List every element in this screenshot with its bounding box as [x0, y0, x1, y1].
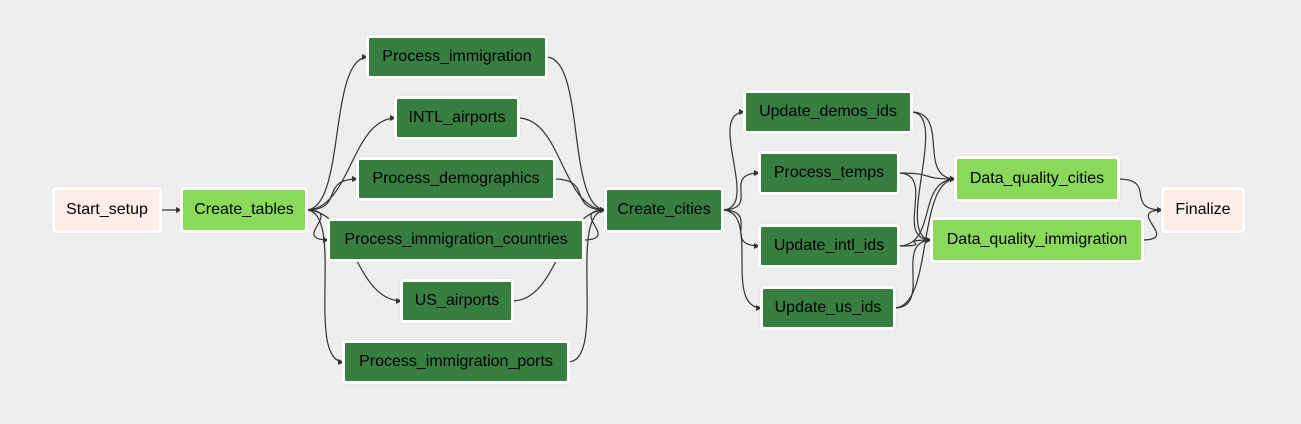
edge-process_temps-to-data_quality_cities — [897, 172, 957, 182]
edge-update_demos_ids-to-data_quality_immigration — [910, 111, 933, 243]
edge-create_cities-to-update_us_ids — [721, 209, 763, 311]
task-node-label: Process_temps — [773, 164, 885, 181]
task-node-label: Create_tables — [194, 201, 294, 218]
edge-create_tables-to-process_demographics — [305, 176, 359, 211]
task-node-data-quality-cities[interactable]: Data_quality_cities — [954, 156, 1120, 202]
task-node-data-quality-immigration[interactable]: Data_quality_immigration — [930, 217, 1144, 263]
task-node-process-immigration-ports[interactable]: Process_immigration_ports — [342, 340, 570, 384]
task-node-label: Process_immigration_ports — [359, 353, 553, 370]
task-node-create-cities[interactable]: Create_cities — [604, 187, 724, 233]
task-node-update-intl-ids[interactable]: Update_intl_ids — [758, 224, 900, 268]
task-node-label: INTL_airports — [408, 109, 506, 126]
edge-data_quality_cities-to-finalize — [1117, 178, 1164, 213]
task-node-update-us-ids[interactable]: Update_us_ids — [760, 286, 896, 330]
edge-update_us_ids-to-data_quality_cities — [893, 176, 957, 309]
edge-update_demos_ids-to-data_quality_cities — [910, 111, 957, 182]
task-node-label: Update_demos_ids — [759, 103, 897, 120]
task-node-label: Data_quality_cities — [969, 170, 1105, 187]
edge-process_demographics-to-create_cities — [553, 178, 607, 213]
edge-create_tables-to-intl_airports — [305, 115, 397, 211]
edge-create_cities-to-process_temps — [721, 170, 761, 211]
task-node-label: Finalize — [1175, 201, 1231, 218]
task-node-label: Start_setup — [66, 201, 148, 218]
edge-process_immigration-to-create_cities — [545, 56, 607, 213]
task-node-process-immigration-countries[interactable]: Process_immigration_countries — [327, 218, 585, 262]
task-node-label: Create_cities — [617, 201, 711, 218]
task-node-update-demos-ids[interactable]: Update_demos_ids — [743, 90, 913, 134]
edge-create_tables-to-process_immigration — [305, 54, 369, 211]
task-node-create-tables[interactable]: Create_tables — [180, 187, 308, 233]
task-node-label: Update_us_ids — [774, 299, 882, 316]
edge-create_cities-to-update_intl_ids — [721, 209, 761, 249]
task-node-process-temps[interactable]: Process_temps — [758, 151, 900, 195]
edge-update_us_ids-to-data_quality_immigration — [893, 237, 933, 309]
task-node-start-setup[interactable]: Start_setup — [52, 187, 162, 233]
task-node-intl-airports[interactable]: INTL_airports — [394, 96, 520, 140]
task-node-us-airports[interactable]: US_airports — [400, 279, 514, 323]
edge-update_intl_ids-to-data_quality_cities — [897, 176, 957, 247]
edge-intl_airports-to-create_cities — [517, 117, 607, 213]
edge-create_cities-to-update_demos_ids — [721, 109, 746, 211]
task-node-process-demographics[interactable]: Process_demographics — [356, 157, 556, 201]
task-node-label: Process_immigration_countries — [344, 231, 568, 248]
edge-create_tables-to-process_immigration_countries — [305, 209, 330, 243]
task-node-label: Data_quality_immigration — [946, 231, 1128, 248]
task-node-label: Process_demographics — [372, 170, 540, 187]
task-node-label: Process_immigration — [382, 48, 532, 65]
task-node-process-immigration[interactable]: Process_immigration — [366, 35, 548, 79]
edge-update_intl_ids-to-data_quality_immigration — [897, 237, 933, 247]
task-node-finalize[interactable]: Finalize — [1161, 187, 1245, 233]
edge-data_quality_immigration-to-finalize — [1141, 207, 1164, 241]
edge-process_immigration_countries-to-create_cities — [582, 207, 607, 241]
task-node-label: US_airports — [414, 292, 500, 309]
task-node-label: Update_intl_ids — [773, 237, 885, 254]
edge-create_tables-to-process_immigration_ports — [305, 209, 345, 365]
edge-process_immigration_ports-to-create_cities — [567, 207, 607, 363]
edge-process_temps-to-data_quality_immigration — [897, 172, 933, 243]
